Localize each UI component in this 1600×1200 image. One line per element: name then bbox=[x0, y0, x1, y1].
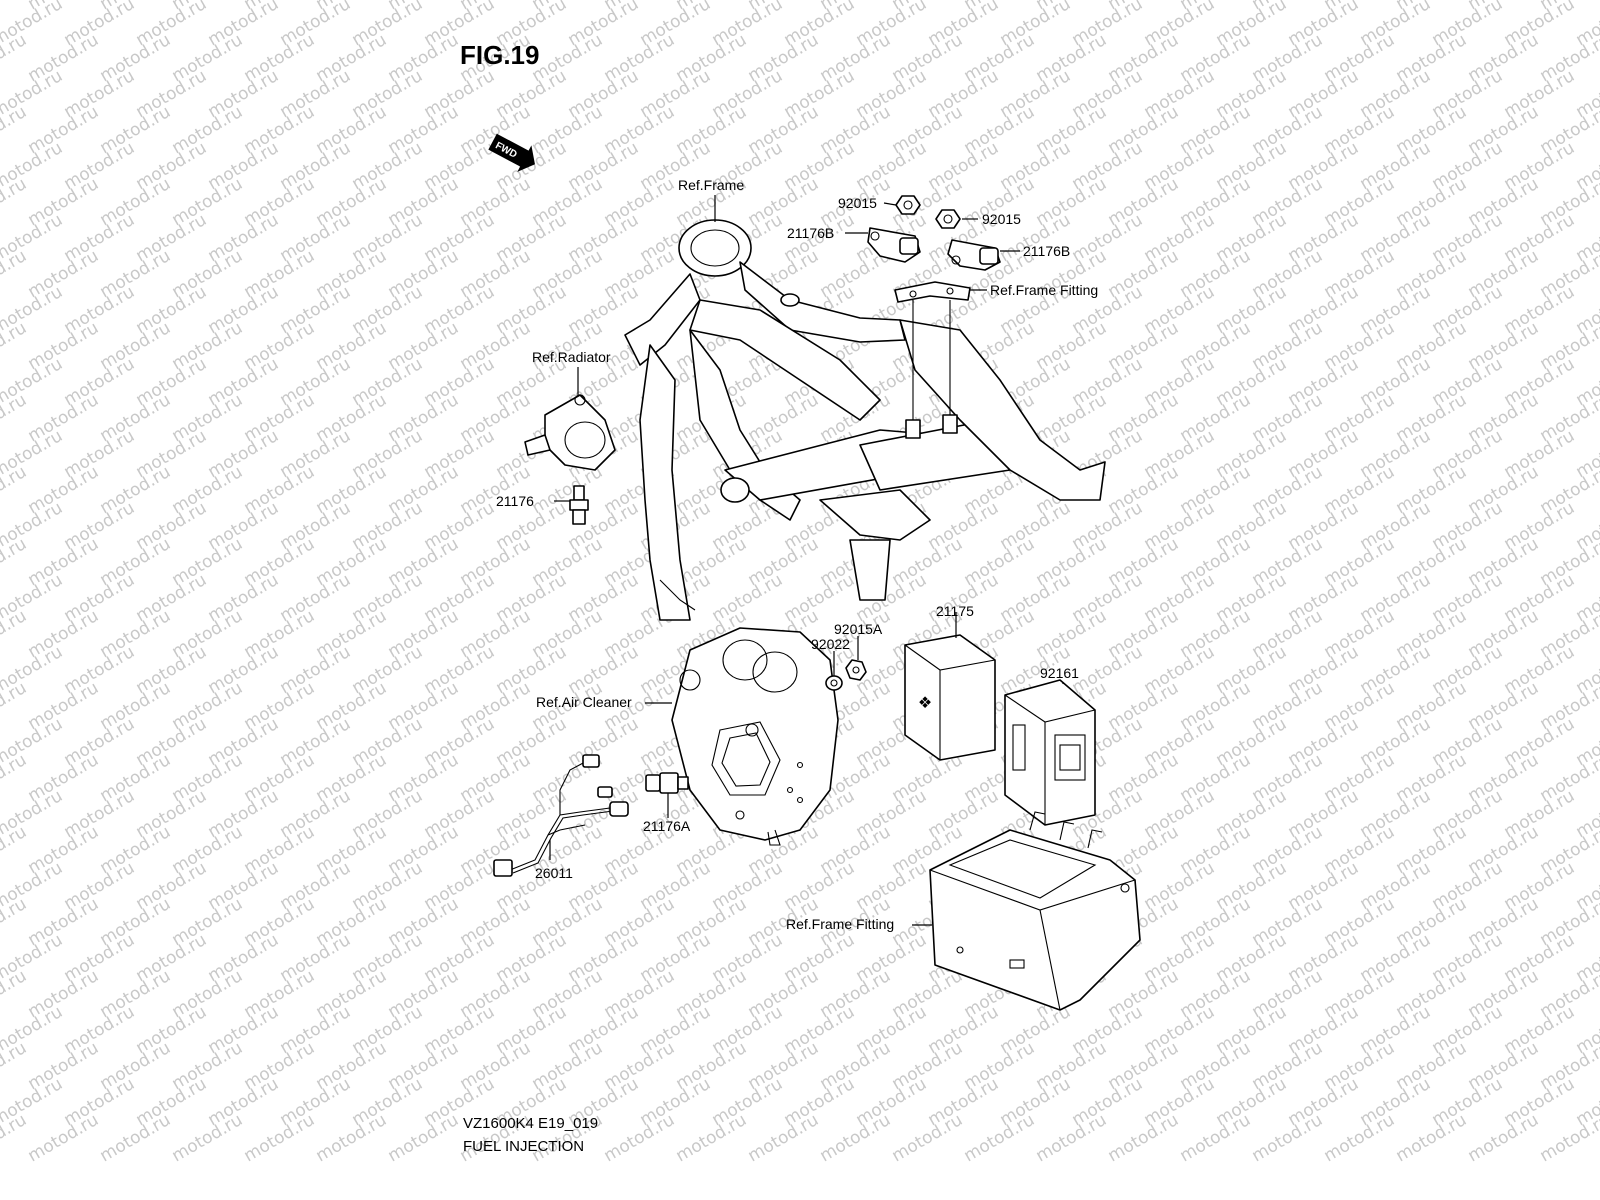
nut-92015a-part bbox=[845, 659, 867, 681]
air-sensor-21176a-part bbox=[645, 772, 689, 794]
callout-21175: 21175 bbox=[936, 603, 974, 619]
callout-ref-frame-fitting-top: Ref.Frame Fitting bbox=[990, 282, 1098, 298]
watermark-text: motod.ru bbox=[0, 30, 30, 86]
callout-26011: 26011 bbox=[535, 865, 573, 881]
callout-ref-frame: Ref.Frame bbox=[678, 177, 744, 193]
nut-92015-left bbox=[895, 195, 921, 215]
callout-21176a: 21176A bbox=[643, 818, 691, 834]
figure-title: FIG.19 bbox=[460, 40, 540, 70]
watermark-text: motod.ru bbox=[0, 534, 30, 590]
wiring-harness-26011-part bbox=[493, 754, 629, 877]
watermark-text: motod.ru bbox=[0, 102, 30, 158]
nut-92015-right bbox=[935, 209, 961, 229]
frame-fitting-tray-part bbox=[929, 811, 1141, 1011]
ecu-cover-92161-part bbox=[1004, 679, 1096, 826]
callout-21176b-left: 21176B bbox=[787, 225, 834, 241]
callout-ref-radiator: Ref.Radiator bbox=[532, 349, 611, 365]
washer-92022-part bbox=[825, 675, 843, 691]
radiator-outlet-part bbox=[524, 394, 616, 471]
callout-92015a: 92015A bbox=[834, 621, 883, 637]
svg-text:❖: ❖ bbox=[918, 693, 932, 712]
watermark-text: motod.ru bbox=[0, 606, 30, 662]
sensor-21176b-left bbox=[867, 227, 921, 263]
watermark-text: motod.ru bbox=[0, 1110, 30, 1166]
watermark-text: motod.ru bbox=[0, 894, 30, 950]
model-code: VZ1600K4 E19_019 bbox=[463, 1115, 599, 1132]
callout-ref-air-cleaner: Ref.Air Cleaner bbox=[536, 694, 632, 710]
callout-ref-frame-fitting-bottom: Ref.Frame Fitting bbox=[786, 916, 894, 932]
temp-sensor-21176-part bbox=[569, 485, 589, 525]
sensor-21176b-right bbox=[947, 239, 1001, 271]
frame-drawing bbox=[624, 219, 1106, 621]
callout-labels: Ref.Frame 92015 92015 21176B 21176B Ref.… bbox=[496, 177, 1098, 932]
watermark-text: motod.ru bbox=[0, 246, 30, 302]
ecu-21175-part: ❖ bbox=[904, 634, 996, 761]
leader-lines bbox=[549, 195, 1064, 926]
watermark-text: motod.ru bbox=[0, 318, 30, 374]
watermark-layer: motod.ru motod.ru motod.ru motod.ru motod.ru… bbox=[0, 0, 1600, 1166]
watermark-text: motod.ru bbox=[0, 750, 30, 806]
watermark-text: motod.ru bbox=[0, 966, 30, 1022]
air-cleaner-part bbox=[671, 627, 839, 846]
fwd-arrow-icon: FWD bbox=[488, 133, 535, 172]
callout-21176: 21176 bbox=[496, 493, 534, 509]
watermark-text: motod.ru bbox=[0, 1038, 30, 1094]
watermark-text: motod.ru bbox=[0, 174, 30, 230]
callout-92015-left: 92015 bbox=[838, 195, 877, 211]
watermark-text: motod.ru bbox=[0, 462, 30, 518]
section-name: FUEL INJECTION bbox=[463, 1138, 585, 1155]
callout-92015-right: 92015 bbox=[982, 211, 1021, 227]
callout-21176b-right: 21176B bbox=[1023, 243, 1070, 259]
frame-fitting-bracket-top bbox=[894, 281, 971, 303]
watermark-text: motod.ru bbox=[0, 678, 30, 734]
watermark-text: motod.ru bbox=[1537, 1110, 1600, 1166]
callout-92022: 92022 bbox=[811, 636, 850, 652]
watermark-text: motod.ru bbox=[0, 390, 30, 446]
watermark-text: motod.ru bbox=[0, 822, 30, 878]
callout-92161: 92161 bbox=[1040, 665, 1079, 681]
